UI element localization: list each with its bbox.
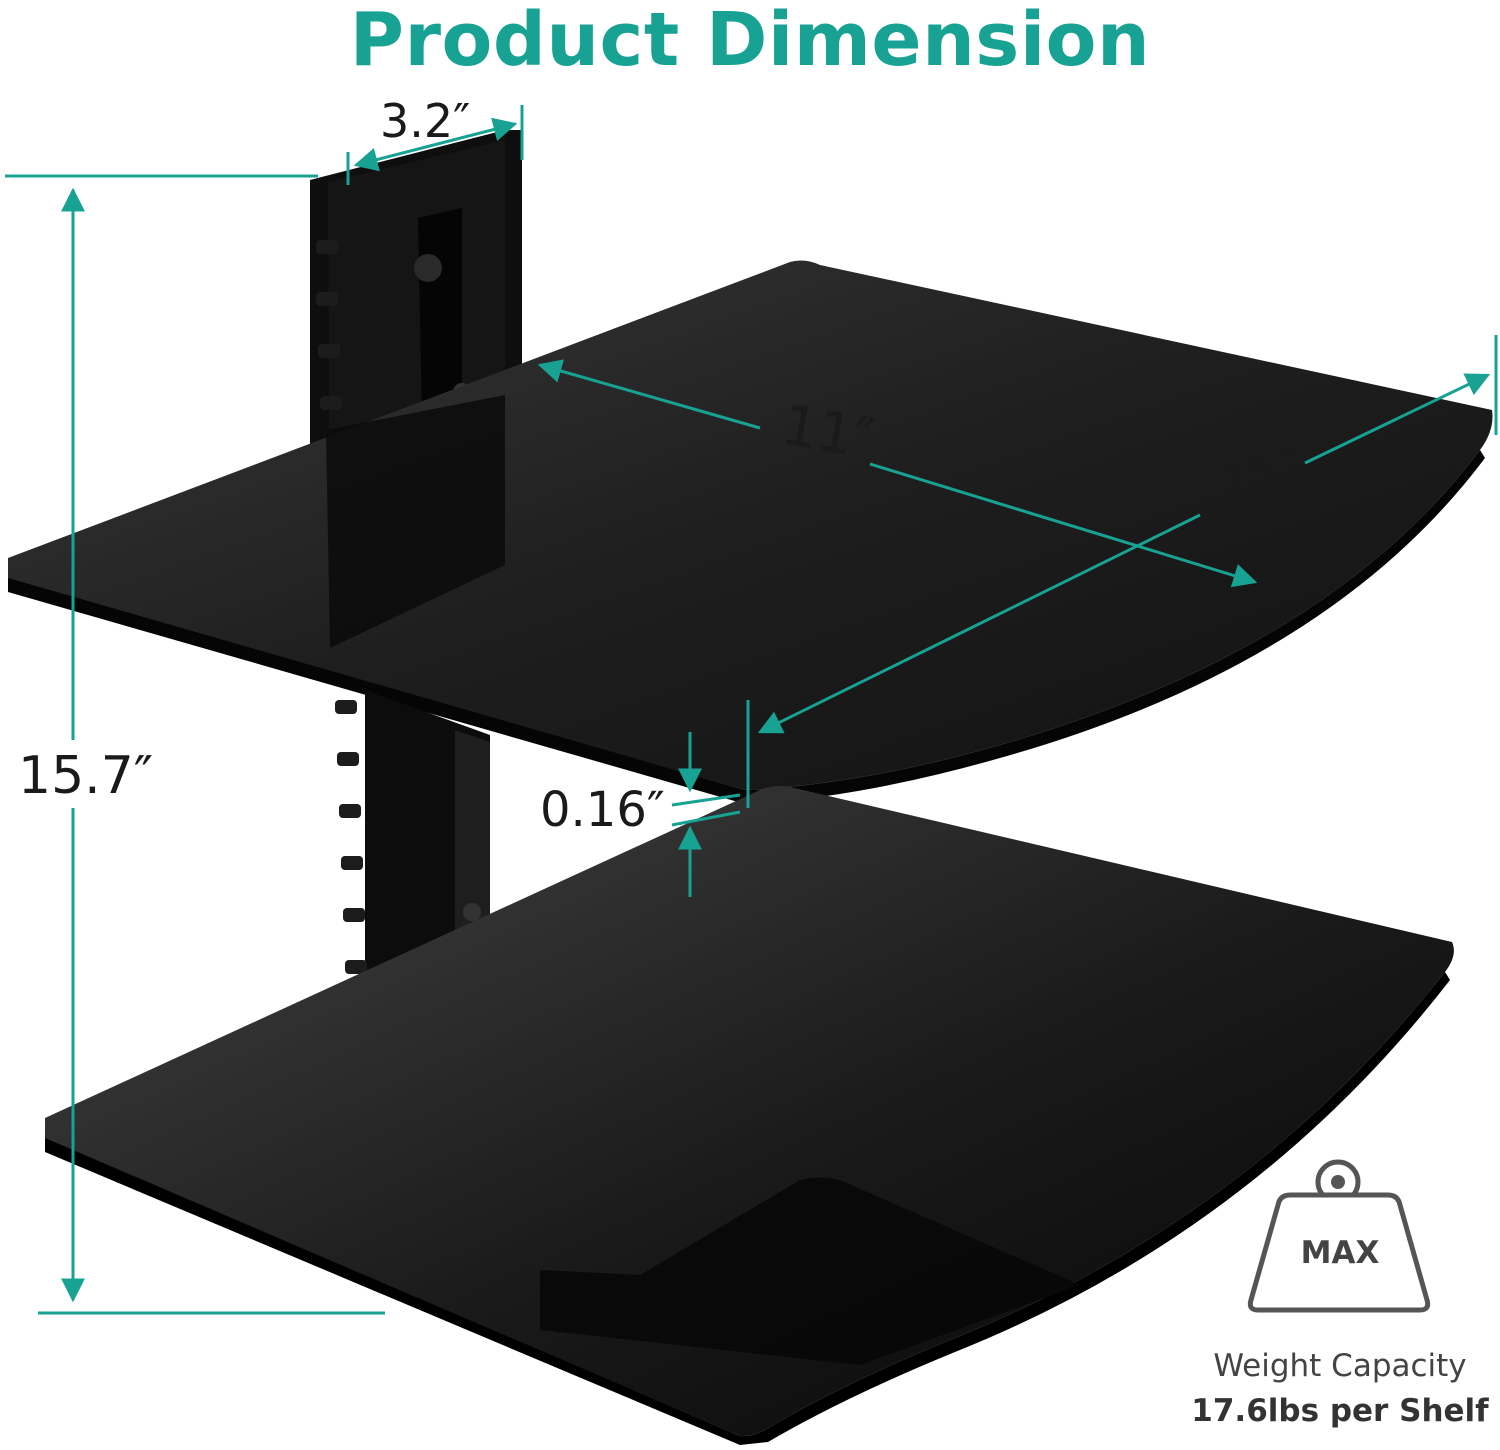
bracket-width-label: 3.2″ [380, 94, 471, 148]
max-label: MAX [1300, 1235, 1380, 1271]
dimension-lines [5, 105, 1498, 1315]
weight-icon [1247, 1159, 1431, 1313]
bottom-glass-shelf [45, 786, 1454, 1445]
shelf-depth-label: 11″ [777, 392, 880, 473]
screw-icon-lower [463, 903, 481, 921]
depth-arrow-left [537, 359, 761, 430]
top-glass-shelf [8, 260, 1493, 804]
total-height-label: 15.7″ [18, 746, 154, 806]
width-arrow-lower [757, 513, 1201, 734]
page-title: Product Dimension [349, 0, 1151, 83]
glass-thickness-label: 0.16″ [540, 782, 665, 838]
screw-hole-icon [414, 254, 442, 282]
thickness-ext-top [671, 793, 741, 807]
width-arrow-upper [1304, 373, 1491, 465]
thickness-ext-bottom [671, 810, 741, 827]
weight-capacity-value: 17.6lbs per Shelf [1191, 1393, 1489, 1429]
bracket-width-arrow [353, 117, 518, 172]
weight-capacity-caption: Weight Capacity [1213, 1348, 1467, 1384]
depth-arrow-right [869, 462, 1258, 588]
